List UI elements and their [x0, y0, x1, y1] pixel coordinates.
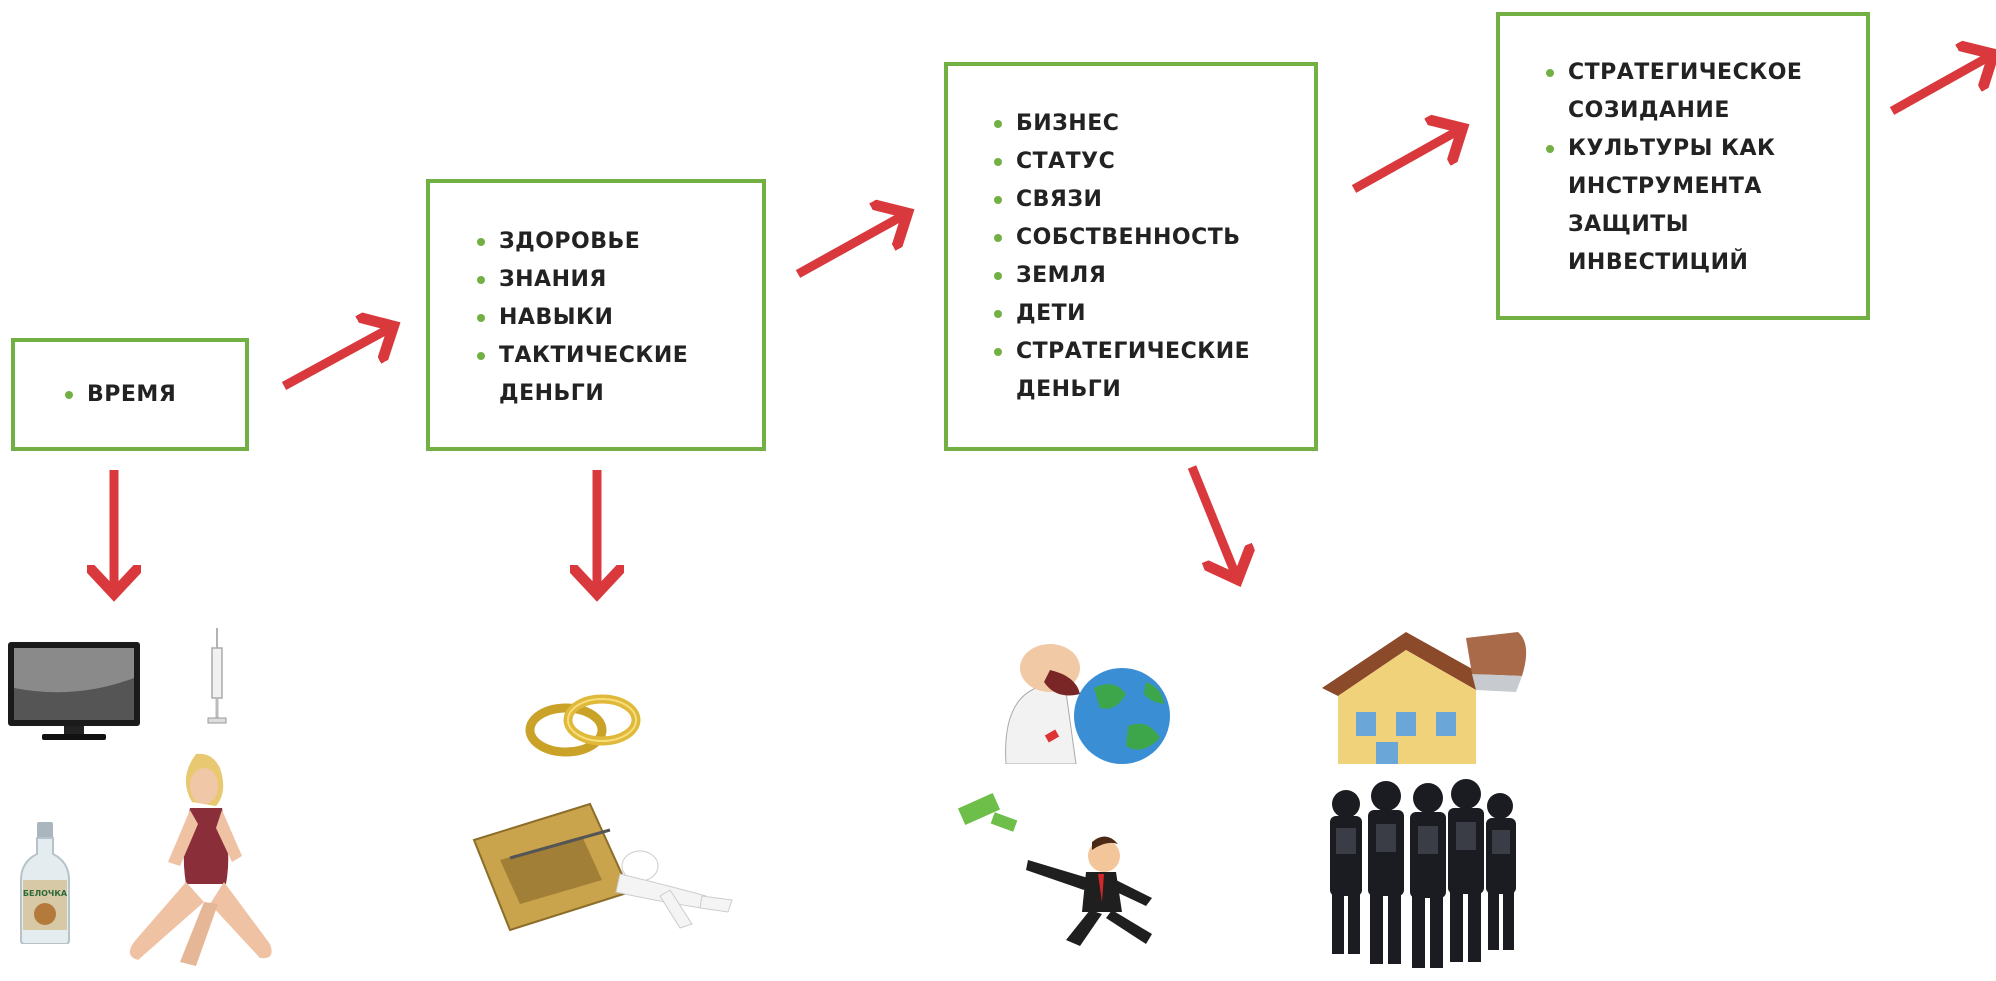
stage-item: СОЗИДАНИЕ	[1568, 98, 1730, 123]
stage-item: СВЯЗИ	[992, 181, 1250, 219]
stage-item: ИНВЕСТИЦИЙ	[1568, 250, 1749, 275]
stage-item: ИНСТРУМЕНТА	[1568, 174, 1762, 199]
syringe-icon	[207, 628, 227, 724]
arrow-down-3	[1187, 465, 1237, 578]
stage-item: ЗДОРОВЬЕ	[475, 223, 688, 261]
wedding-rings-icon	[525, 694, 641, 757]
stage-item: ДЕНЬГИ	[499, 381, 605, 406]
arrow-right-3	[1351, 129, 1461, 193]
stage-item: СОБСТВЕННОСТЬ	[992, 219, 1250, 257]
running-businessman-figure	[957, 793, 1152, 946]
stage-item: ДЕНЬГИ	[1016, 377, 1122, 402]
stage-item: ЗАЩИТЫ	[1568, 212, 1690, 237]
swat-team-figure	[1330, 779, 1516, 968]
woman-swimsuit-figure	[129, 753, 272, 966]
arrow-right-1	[281, 327, 392, 390]
stage-item: СТАТУС	[992, 143, 1250, 181]
stage-item: ВРЕМЯ	[63, 376, 176, 414]
stage-item: НАВЫКИ	[475, 299, 688, 337]
arrow-right-2	[795, 214, 906, 278]
tv-icon	[8, 642, 140, 740]
stage-item: БИЗНЕС	[992, 105, 1250, 143]
arrow-right-4	[1889, 55, 1992, 115]
stage-box-time: ВРЕМЯ	[11, 338, 249, 451]
stage-item: СТРАТЕГИЧЕСКОЕ	[1544, 54, 1802, 92]
stage-list-time: ВРЕМЯ	[63, 376, 176, 414]
stage-item: ТАКТИЧЕСКИЕ	[475, 337, 688, 375]
stage-list-strategic-creation: СТРАТЕГИЧЕСКОЕ СОЗИДАНИЕ КУЛЬТУРЫ КАК ИНСТР…	[1544, 54, 1802, 282]
stage-item: ЗЕМЛЯ	[992, 257, 1250, 295]
businessman-eating-globe-figure	[1005, 644, 1170, 764]
stage-box-strategic-creation: СТРАТЕГИЧЕСКОЕ СОЗИДАНИЕ КУЛЬТУРЫ КАК ИНСТР…	[1496, 12, 1870, 320]
stage-item: ЗНАНИЯ	[475, 261, 688, 299]
house-saw-icon	[1322, 632, 1527, 764]
vodka-bottle-icon: БЕЛОЧКА	[20, 822, 70, 944]
stage-item: СТРАТЕГИЧЕСКИЕ	[992, 333, 1250, 371]
stage-item: ДЕТИ	[992, 295, 1250, 333]
stage-item: КУЛЬТУРЫ КАК	[1544, 130, 1802, 168]
bottle-label: БЕЛОЧКА	[23, 889, 68, 898]
mousetrap-figure	[472, 802, 733, 932]
